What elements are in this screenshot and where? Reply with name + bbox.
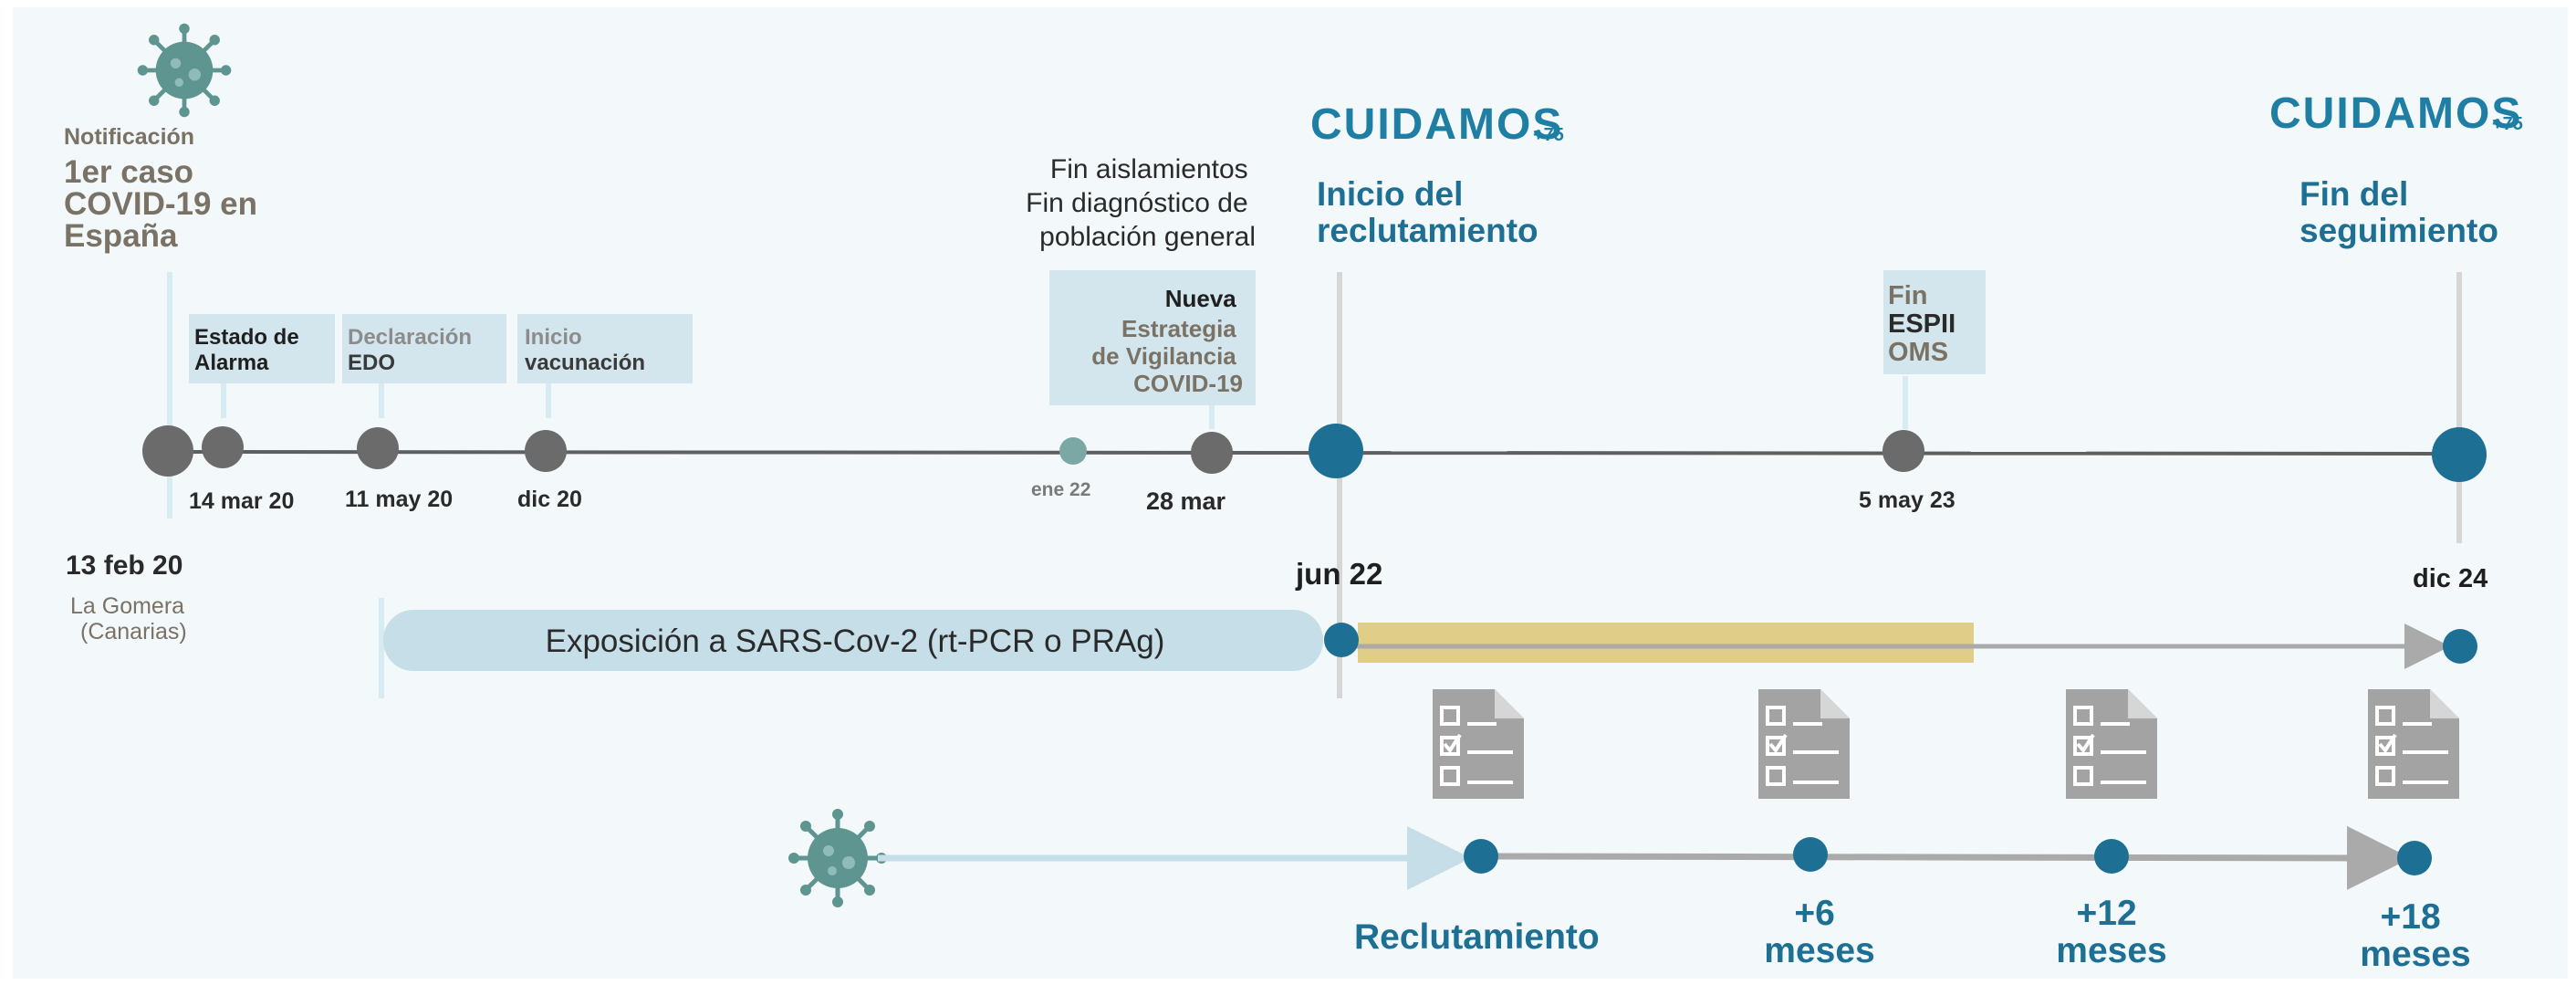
nueva-estrategia-label: Nueva Estrategia de Vigilancia COVID-19 (1091, 285, 1243, 397)
timeline-node (357, 427, 399, 469)
exposure-bar-label: Exposición a SARS-Cov-2 (rt-PCR o PRAg) (546, 623, 1165, 659)
timeline-node (202, 426, 244, 468)
checklist-document-icon (2064, 687, 2159, 801)
fin-espii-box (1883, 270, 1986, 374)
fin-espii-label: Fin ESPII OMS (1888, 281, 1963, 367)
followup-point-label: +6 meses (1764, 894, 1874, 970)
followup-point-label: Reclutamiento (1354, 917, 1600, 957)
nueva-estrategia-box (1049, 270, 1256, 405)
timeline-node (2432, 427, 2487, 482)
timeline-node (142, 425, 193, 477)
timeline-node (525, 430, 567, 472)
svg-text:+75: +75 (2492, 114, 2523, 134)
date-label: 5 may 23 (1859, 487, 1955, 513)
estado-alarma-label: Estado de Alarma (194, 325, 305, 375)
timeline-node (1059, 437, 1087, 465)
inicio-reclutamiento-heading: Inicio del reclutamiento (1317, 175, 1538, 249)
svg-text:CUIDAMOS: CUIDAMOS (2269, 89, 2522, 138)
diagram-panel (13, 7, 2568, 979)
timeline-node (1324, 623, 1359, 657)
date-label: dic 24 (2413, 564, 2487, 593)
virus-icon (138, 24, 232, 118)
followup-point-label: +12 meses (2056, 894, 2166, 970)
date-label: ene 22 (1031, 479, 1090, 500)
timeline-node (1191, 432, 1233, 474)
place-label: La Gomera (Canarias) (70, 593, 191, 644)
followup-point-label: +18 meses (2360, 897, 2470, 974)
timeline-node (1464, 839, 1498, 874)
date-label: 13 feb 20 (66, 550, 183, 581)
timeline-node (2094, 839, 2129, 874)
notification-label: Notificación (64, 124, 194, 150)
timeline-node (2397, 841, 2432, 875)
date-label: 11 may 20 (345, 487, 453, 512)
declaracion-edo-box (342, 314, 506, 383)
first-case-title: 1er caso COVID-19 en España (64, 154, 266, 254)
cuidamos-logo: CUIDAMOS +75 (1310, 100, 1564, 149)
followup-highlight (1358, 623, 1974, 663)
fin-aislamientos-label: Fin aislamientos Fin diagnóstico de pobl… (1026, 154, 1256, 252)
timeline-node (1309, 424, 1363, 478)
inicio-vacunacion-label: Inicio vacunación (525, 325, 645, 375)
cuidamos-logo: CUIDAMOS +75 (2269, 89, 2523, 138)
estado-alarma-box (189, 314, 335, 383)
checklist-document-icon (1431, 687, 1526, 801)
date-label: 28 mar (1146, 487, 1226, 515)
checklist-document-icon (1757, 687, 1851, 801)
timeline-node (2443, 629, 2477, 664)
exposure-bar (383, 610, 1323, 671)
date-label: 14 mar 20 (189, 488, 294, 514)
svg-text:CUIDAMOS: CUIDAMOS (1310, 100, 1563, 149)
declaracion-edo-label: Declaración EDO (348, 325, 478, 375)
checklist-document-icon (2366, 687, 2461, 801)
virus-icon (788, 809, 887, 907)
svg-text:+75: +75 (1533, 125, 1564, 145)
timeline-node (1882, 430, 1924, 472)
inicio-vacunacion-box (517, 314, 693, 383)
timeline-node (1793, 837, 1828, 872)
date-label: dic 20 (517, 487, 582, 512)
schedule-arrow (1482, 825, 2411, 890)
fin-seguimiento-heading: Fin del seguimiento (2300, 175, 2498, 249)
date-label: jun 22 (1295, 557, 1382, 591)
